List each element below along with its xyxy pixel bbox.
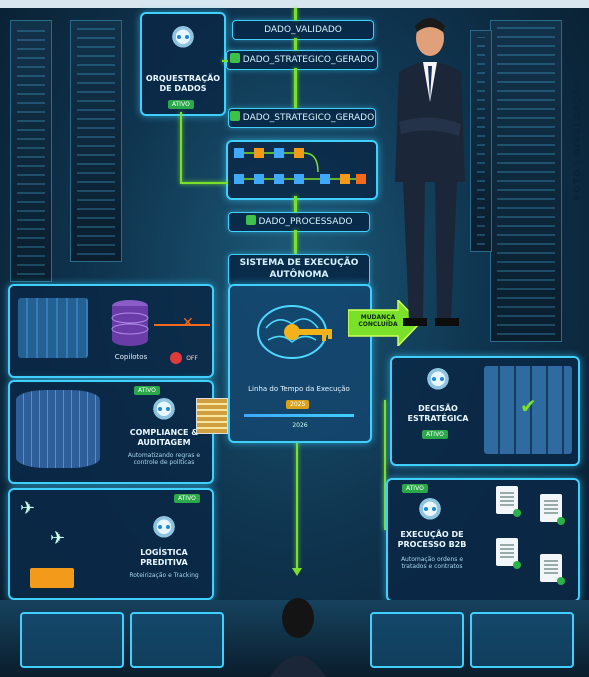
copilotos-label: Copilotos bbox=[114, 353, 148, 361]
checkmark-icon: ✔ bbox=[520, 394, 537, 418]
central-system-title: SISTEMA DE EXECUÇÃO AUTÔNOMA bbox=[228, 254, 370, 286]
console-screen bbox=[370, 612, 464, 668]
robot-icon bbox=[418, 498, 442, 522]
data-grid bbox=[18, 298, 88, 358]
flow-node bbox=[294, 174, 304, 184]
server-rack-left bbox=[10, 20, 52, 282]
drone-icon: ✈ bbox=[20, 498, 36, 519]
server-rack-right-2 bbox=[470, 30, 492, 252]
connector-line bbox=[384, 400, 386, 530]
robot-icon bbox=[152, 516, 176, 540]
connector-line bbox=[294, 196, 297, 212]
x-icon: ✕ bbox=[182, 315, 194, 331]
mudanca-label: MUDANÇA CONCLUÍDA bbox=[358, 314, 398, 328]
execucao-title: EXECUÇÃO DE PROCESSO B2B bbox=[397, 530, 467, 549]
compliance-status-badge: ATIVO bbox=[134, 386, 160, 395]
process-flow-diagram bbox=[226, 140, 378, 200]
check-icon bbox=[229, 111, 240, 121]
execucao-panel: ATIVO EXECUÇÃO DE PROCESSO B2B Automação… bbox=[386, 478, 580, 602]
robot-icon bbox=[171, 26, 195, 50]
connector-line bbox=[180, 112, 182, 182]
arrow-down-icon bbox=[292, 568, 302, 576]
timeline-label: Linha do Tempo da Execução bbox=[248, 385, 350, 393]
orquestracao-title: ORQUESTRAÇÃO DE DADOS bbox=[145, 74, 221, 93]
top-border bbox=[0, 0, 589, 8]
mudanca-arrow bbox=[348, 300, 420, 346]
connector-line bbox=[222, 60, 228, 62]
storage-cylinder bbox=[16, 390, 100, 468]
connector-line bbox=[294, 38, 297, 50]
flow-node bbox=[254, 148, 264, 158]
dado-validado-pill: DADO_VALIDADO bbox=[232, 20, 374, 40]
flow-node bbox=[274, 174, 284, 184]
compliance-title: COMPLIANCE & AUDITAGEM bbox=[129, 428, 199, 447]
flow-node bbox=[254, 174, 264, 184]
orquestracao-panel: ORQUESTRAÇÃO DE DADOS ATIVO bbox=[140, 12, 226, 116]
flow-node bbox=[356, 174, 366, 184]
audit-sheet-icon bbox=[196, 398, 228, 434]
timeline-year-2026: 2026 bbox=[292, 422, 308, 429]
businessman-figure bbox=[395, 18, 465, 326]
flow-nodes-svg bbox=[234, 148, 366, 184]
connector-line bbox=[294, 230, 297, 254]
connector-line bbox=[294, 68, 297, 108]
disconnected-line bbox=[154, 324, 210, 326]
robot-icon bbox=[152, 398, 176, 422]
logistica-status-badge: ATIVO bbox=[174, 494, 200, 503]
dado-strategico-pill-1: DADO_STRATEGICO_GERADO bbox=[226, 50, 378, 70]
timeline-year-2025: 2025 bbox=[286, 400, 310, 409]
flow-node bbox=[234, 174, 244, 184]
server-rack-left-2 bbox=[70, 20, 122, 262]
execucao-status-badge: ATIVO bbox=[402, 484, 428, 493]
truck-icon bbox=[30, 568, 74, 588]
flow-node bbox=[274, 148, 284, 158]
flow-connectors bbox=[244, 152, 356, 180]
brain-key-icon bbox=[257, 305, 332, 359]
connector-line bbox=[180, 182, 228, 184]
check-icon bbox=[229, 53, 240, 63]
document-icon bbox=[540, 494, 565, 525]
flow-node bbox=[294, 148, 304, 158]
server-rack-right bbox=[490, 20, 562, 342]
flow-node bbox=[320, 174, 330, 184]
document-icon bbox=[496, 486, 521, 517]
document-icon bbox=[496, 538, 521, 569]
dado-processado-pill: DADO_PROCESSADO bbox=[228, 212, 370, 232]
drone-icon: ✈ bbox=[50, 528, 66, 549]
console-screen bbox=[130, 612, 224, 668]
console-screen bbox=[20, 612, 124, 668]
console-screen bbox=[470, 612, 574, 668]
operator-figure bbox=[270, 598, 326, 677]
database-icon bbox=[111, 300, 149, 346]
check-icon bbox=[245, 215, 256, 225]
flow-node bbox=[340, 174, 350, 184]
timeline-bar bbox=[244, 414, 354, 417]
logistica-panel: ✈ ✈ ATIVO LOGÍSTICA PREDITIVA Roteirizaç… bbox=[8, 488, 214, 600]
orquestracao-status-badge: ATIVO bbox=[168, 100, 194, 109]
logistica-subtitle: Roteirização e Tracking bbox=[129, 572, 199, 579]
decisao-title: DECISÃO ESTRATÉGICA bbox=[407, 404, 469, 423]
connector-line bbox=[294, 8, 297, 20]
copilotos-panel: Copilotos OFF ✕ bbox=[8, 284, 214, 378]
compliance-subtitle: Automatizando regras e controle de polít… bbox=[127, 452, 201, 466]
compliance-panel: ATIVO COMPLIANCE & AUDITAGEM Automatizan… bbox=[8, 380, 214, 484]
execucao-subtitle: Automação ordens e tratados e contratos bbox=[400, 556, 464, 570]
off-indicator-icon bbox=[170, 352, 182, 364]
decision-grid bbox=[484, 366, 572, 454]
dado-strategico-pill-2: DADO_STRATEGICO_GERADO bbox=[228, 108, 376, 128]
photo-credit: FOTO \ DIVULGAÇÃO bbox=[573, 79, 583, 200]
document-icon bbox=[540, 554, 565, 585]
decisao-panel: DECISÃO ESTRATÉGICA ATIVO ✔ bbox=[390, 356, 580, 466]
flow-node bbox=[234, 148, 244, 158]
decisao-status-badge: ATIVO bbox=[422, 430, 448, 439]
robot-icon bbox=[426, 368, 450, 392]
logistica-title: LOGÍSTICA PREDITIVA bbox=[140, 548, 188, 567]
connector-line bbox=[296, 440, 298, 570]
copilotos-off: OFF bbox=[186, 355, 198, 362]
